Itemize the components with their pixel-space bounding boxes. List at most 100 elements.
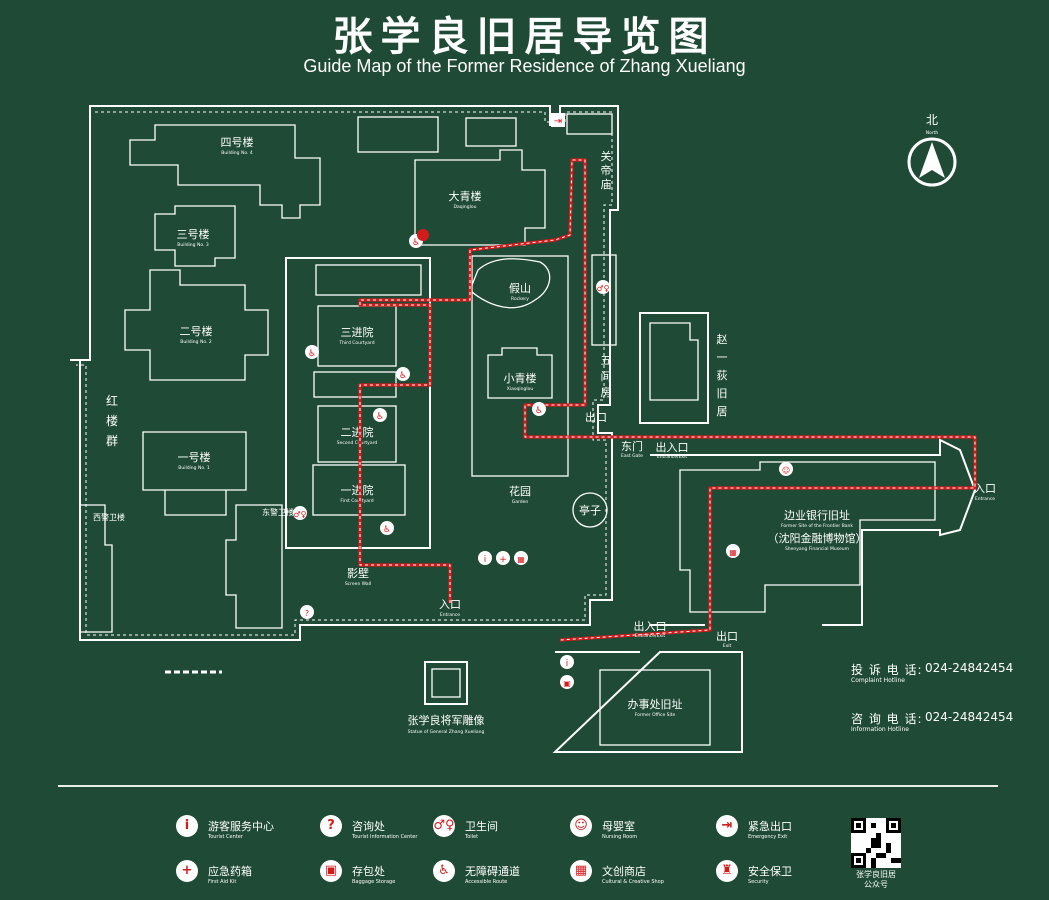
complaint-hotline-en: Complaint Hotline [851,677,905,684]
svg-text:i: i [484,555,487,565]
building-4-label: 四号楼 [221,135,254,149]
legend-label-en: Toilet [465,834,479,840]
north-arrow-icon [907,137,957,187]
entrance-main-label: 入口 [439,598,461,611]
qr-code[interactable] [851,818,901,868]
second-courtyard [317,405,397,463]
red-group-label-2: 楼 [106,413,118,428]
east-guard-label: 东警卫楼 [262,507,294,517]
nursing-icon [417,229,429,241]
info-icon: i [478,551,492,565]
building-1-label: 一号楼 [178,450,211,464]
xiaoqing-label: 小青楼 [504,371,537,385]
tour-route-dash [359,159,976,641]
wheelchair-icon: ♿ [373,408,387,422]
five-rooms [591,254,617,346]
courtyard-compound [285,257,431,549]
rockery-label: 假山 [509,281,531,295]
info-icon: i [560,655,574,669]
toilet-icon: ♂♀ [433,815,455,837]
exit-1-label: 出口 [585,410,607,424]
garden-label-en: Garden [512,499,529,505]
legend-label-en: Baggage Storage [352,879,396,885]
second-court-label: 二进院 [341,425,374,439]
complaint-hotline-label: 投 诉 电 话: [851,663,923,677]
compass-label: 北 [926,113,938,127]
statue-plinth-inner [431,668,461,698]
emergency-exit-icon: ⇥ [551,113,565,127]
zhaoyidi-building [649,322,699,401]
qr-caption-line1: 张学良旧居 [856,870,896,879]
qr-caption-line2: 公众号 [864,880,888,889]
bank-building [679,461,936,613]
emergency-exit-icon: ⇥ [716,815,738,837]
xiaoqing-building [487,347,553,399]
legend-label: 存包处 [352,865,385,878]
legend-divider [58,785,998,787]
office-label: 办事处旧址 [628,697,683,711]
svg-text:▦: ▦ [729,548,737,557]
legend-label: 紧急出口 [748,820,792,833]
east-gate-label-en: East Gate [621,453,643,459]
bank-label-en: Former Site of the Frontier Bank [781,523,853,529]
svg-text:♿: ♿ [383,525,391,535]
xiaoqing-label-en: Xiaoqinglou [507,386,534,392]
toilet-icon: ♂♀ [596,280,610,294]
svg-text:?: ? [305,609,309,618]
top-hall [315,264,422,296]
exit-2-label: 出口 [716,629,738,643]
statue-label: 张学良将军雕像 [408,713,485,727]
info-icon: i [176,815,198,837]
legend-label-en: Tourist Information Center [352,834,418,840]
legend-label: 咨询处 [352,820,385,833]
svg-text:♂♀: ♂♀ [293,510,306,519]
first-aid-icon: + [496,551,510,565]
legend-label-en: Nursing Room [602,834,638,840]
building-3 [154,205,236,267]
garden-area [471,255,569,477]
svg-text:♂♀: ♂♀ [596,284,609,293]
svg-text:☺: ☺ [782,466,790,475]
baggage-icon: ▣ [560,675,574,689]
entrance-main-label-en: Entrance [440,612,460,618]
entrance-east-label-en: Entrance [975,496,995,502]
daqing-label-en: Daqinglou [454,204,477,210]
svg-text:⇥: ⇥ [554,116,562,127]
wheelchair-icon: ♿ [305,345,319,359]
second-court-label-en: Second Courtyard [337,440,378,446]
svg-text:▦: ▦ [517,555,525,564]
west-guard-building [79,504,113,633]
zhaoyidi-label-3: 荻 [717,369,728,382]
map-subtitle: Guide Map of the Former Residence of Zha… [303,56,746,76]
shop-icon: ▦ [570,860,592,882]
info-hotline-number: 024-24842454 [925,710,1014,724]
first-court-label: 一进院 [341,483,374,497]
office-compound [552,651,743,753]
svg-text:+: + [499,555,507,565]
screen-wall-label: 影壁 [347,566,369,580]
daqing-rear [465,117,517,147]
legend-label: 游客服务中心 [208,820,274,833]
building-1-porch [164,490,227,516]
five-rooms-label-2: 间 [601,370,612,383]
garden-label: 花园 [509,485,531,498]
compass-label-en: North [926,130,939,136]
west-guard-label: 西警卫楼 [93,512,125,522]
third-courtyard [317,305,397,367]
legend-label-en: Cultural & Creative Shop [602,879,664,885]
qr-caption: 张学良旧居 公众号 [836,870,916,890]
info-hotline-en: Information Hotline [851,726,910,733]
guandi-label-3: 庙 [601,177,612,191]
rear-annex [357,116,439,153]
zhaoyidi-label-2: 一 [717,351,728,364]
zhaoyidi-label-1: 赵 [717,332,728,346]
building-2 [124,269,269,381]
guandi-label-2: 帝 [601,163,612,177]
legend-label: 无障碍通道 [465,865,520,878]
daqing-label: 大青楼 [449,189,482,203]
guandi-building [566,113,613,135]
statue-label-en: Statue of General Zhang Xueliang [408,729,485,735]
legend-label: 应急药箱 [208,865,252,878]
legend-label-en: Accessible Route [465,879,508,885]
